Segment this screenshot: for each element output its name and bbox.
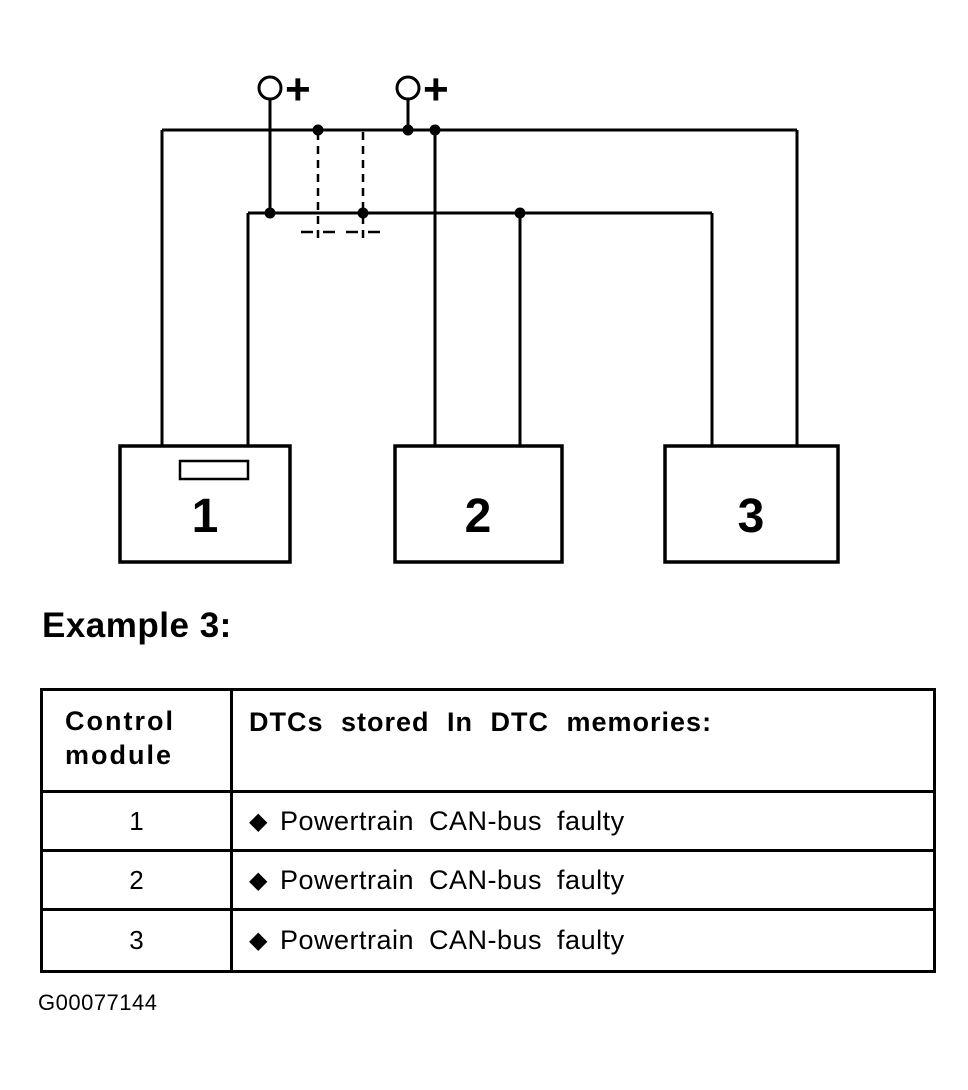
power-terminal-1-icon: [257, 75, 283, 101]
dtc-text: Powertrain CAN-bus faulty: [279, 805, 625, 836]
diamond-bullet-icon: ◆: [249, 807, 268, 835]
can-bus-wiring-diagram: + + 1 2 3: [118, 65, 840, 564]
module-2-label: 2: [465, 490, 492, 543]
header-dtcs-stored: DTCs stored In DTC memories:: [233, 691, 933, 790]
example-heading: Example 3:: [42, 606, 232, 645]
table-row: 3 ◆ Powertrain CAN-bus faulty: [43, 911, 933, 970]
diamond-bullet-icon: ◆: [249, 866, 268, 894]
dtc-cell: ◆ Powertrain CAN-bus faulty: [233, 793, 933, 849]
control-module-boxes: [118, 444, 840, 564]
module-3-label: 3: [738, 490, 765, 543]
header-dtcs-stored-label: DTCs stored In DTC memories:: [249, 707, 713, 737]
junction-dots: [264, 124, 526, 219]
terminal-1-plus-label: +: [285, 65, 311, 114]
junction-dot: [264, 207, 276, 219]
header-control-module-line1: Control: [65, 706, 175, 736]
table-row: 1 ◆ Powertrain CAN-bus faulty: [43, 793, 933, 852]
table-row: 2 ◆ Powertrain CAN-bus faulty: [43, 852, 933, 911]
junction-dot: [357, 207, 369, 219]
header-control-module-line2: module: [65, 739, 174, 770]
module-number-cell: 2: [43, 852, 233, 908]
dtc-table: Control module DTCs stored In DTC memori…: [40, 688, 936, 973]
terminating-resistor: [178, 459, 250, 481]
terminal-2-plus-label: +: [423, 65, 449, 114]
figure-id: G00077144: [38, 990, 158, 1015]
control-module-3-box: [663, 444, 840, 564]
dtc-cell: ◆ Powertrain CAN-bus faulty: [233, 852, 933, 908]
fault-break-symbols: [301, 132, 380, 244]
dtc-cell: ◆ Powertrain CAN-bus faulty: [233, 911, 933, 970]
table-header-row: Control module DTCs stored In DTC memori…: [43, 691, 933, 793]
module-number-cell: 3: [43, 911, 233, 970]
control-module-2-box: [393, 444, 564, 564]
junction-dot: [514, 207, 526, 219]
junction-dot: [402, 124, 414, 136]
junction-dot: [429, 124, 441, 136]
power-terminal-2-icon: [395, 75, 421, 101]
dtc-text: Powertrain CAN-bus faulty: [279, 925, 625, 955]
junction-dot: [312, 124, 324, 136]
module-number-cell: 1: [43, 793, 233, 849]
header-control-module: Control module: [43, 691, 233, 790]
diamond-bullet-icon: ◆: [249, 927, 268, 954]
wiring-lines: [160, 75, 799, 472]
dtc-text: Powertrain CAN-bus faulty: [279, 864, 625, 895]
module-1-label: 1: [192, 490, 219, 543]
